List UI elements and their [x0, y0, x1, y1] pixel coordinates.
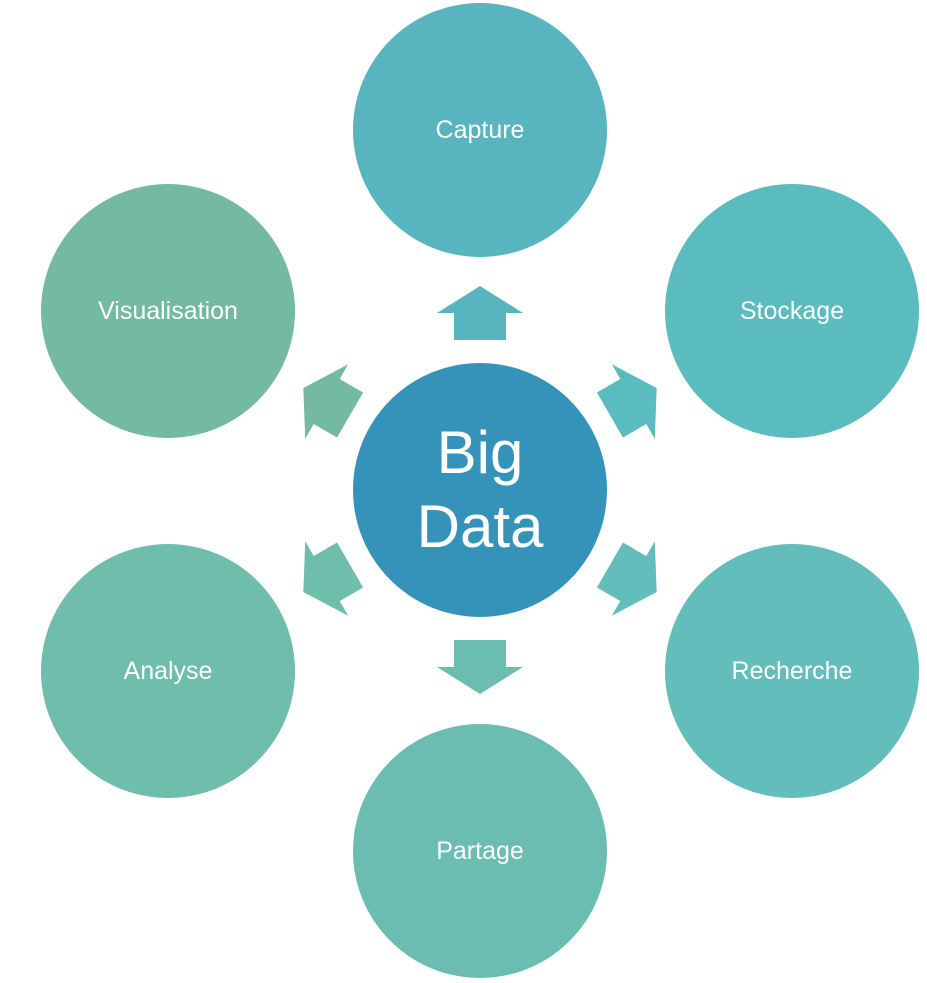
node-partage: Partage	[353, 724, 607, 978]
node-capture: Capture	[353, 3, 607, 257]
arrow-icon	[596, 541, 657, 616]
arrow-icon	[303, 541, 364, 616]
node-visualisation: Visualisation	[41, 184, 295, 438]
node-label: Partage	[436, 836, 524, 865]
center-line1: Big	[436, 419, 524, 486]
node-stockage: Stockage	[665, 184, 919, 438]
center-line2: Data	[416, 493, 544, 560]
arrow-icon	[437, 640, 523, 694]
node-label: Visualisation	[98, 296, 238, 325]
node-analyse: Analyse	[41, 544, 295, 798]
arrow-icon	[596, 364, 657, 439]
node-label: Capture	[435, 115, 525, 144]
node-recherche: Recherche	[665, 544, 919, 798]
node-label: Stockage	[739, 296, 845, 325]
node-label: Analyse	[123, 656, 213, 685]
arrow-icon	[303, 364, 364, 439]
node-label: Recherche	[731, 656, 853, 685]
arrow-icon	[437, 286, 523, 340]
